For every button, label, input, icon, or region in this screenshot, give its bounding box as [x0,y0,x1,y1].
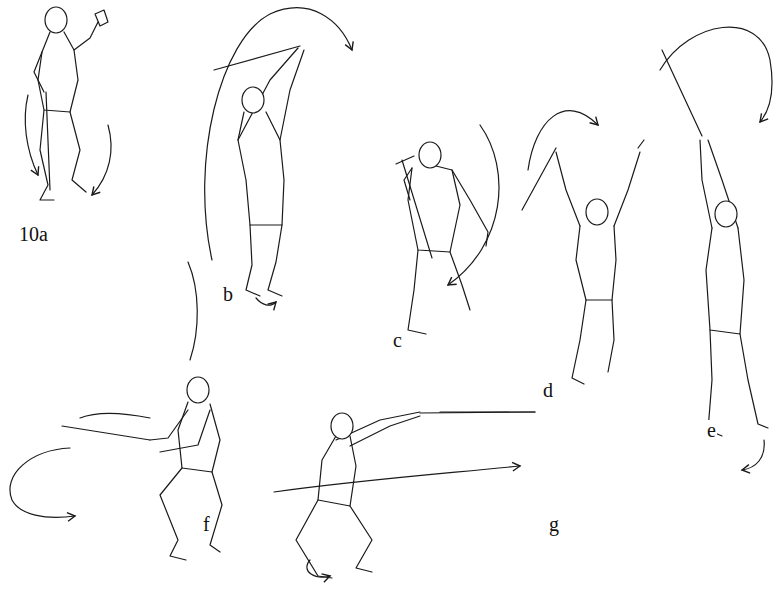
figure-a [25,7,111,200]
figure-g [274,412,535,578]
step-label: c [392,330,403,350]
step-label: f [202,514,211,534]
figure-f [10,262,222,560]
step-label: d [542,380,554,400]
figure-c [396,125,499,334]
figure-e [660,27,772,470]
step-label: b [222,284,234,304]
step-label: g [548,514,560,534]
figure-b [205,8,352,305]
step-label: 10a [18,224,49,244]
step-label: e [706,420,717,440]
figure-d [522,111,644,384]
